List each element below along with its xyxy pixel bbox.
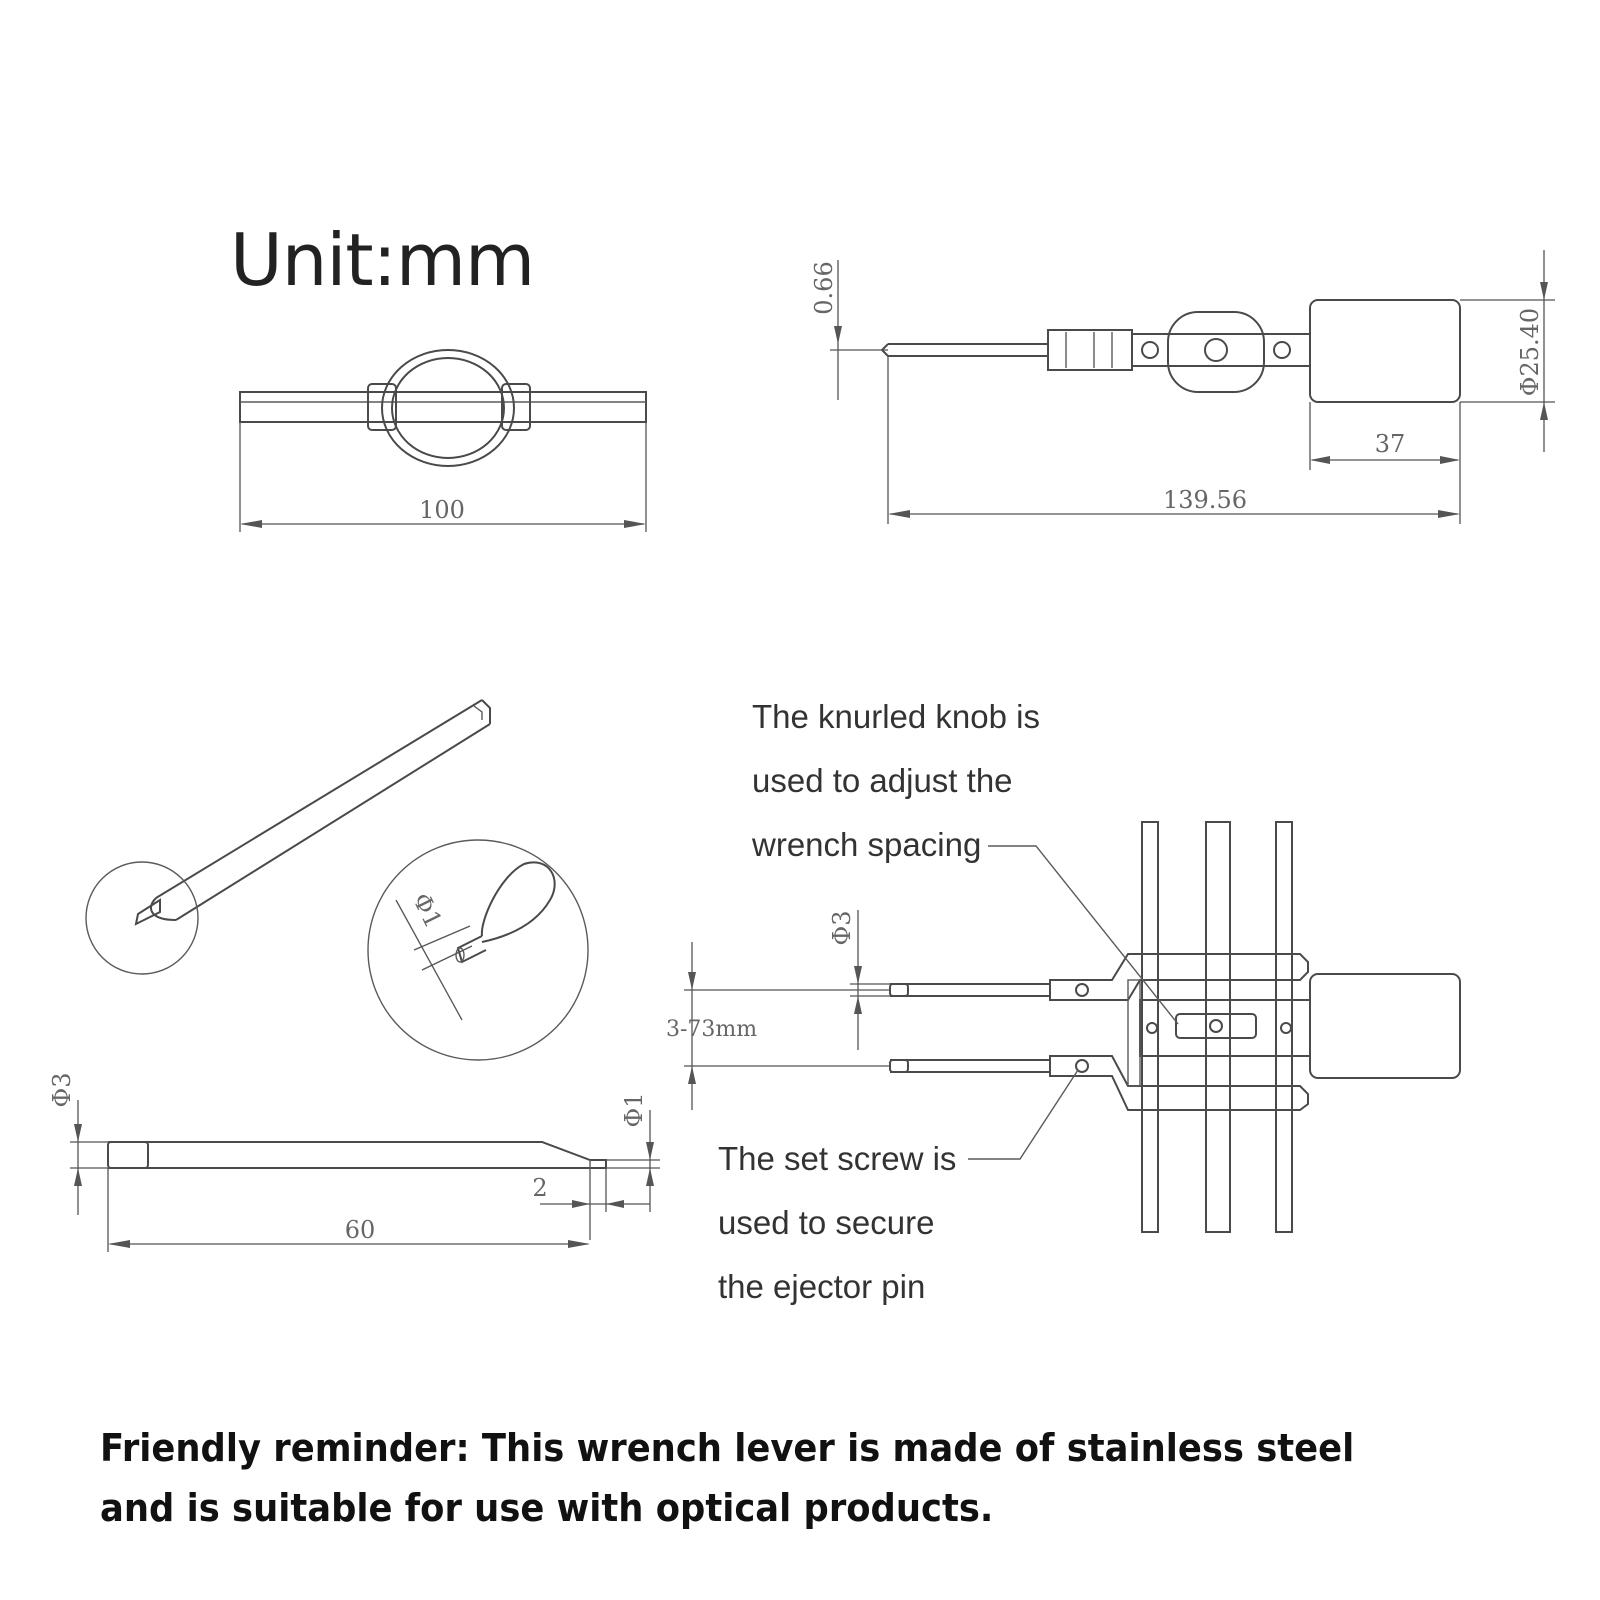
note-set-screw: The set screw is used to secure the ejec…: [718, 1140, 956, 1305]
dim-knob-diameter: Φ25.40: [1516, 308, 1544, 396]
dim-width-100: 100: [419, 496, 465, 524]
dim-overall-length: 139.56: [1163, 486, 1247, 514]
dim-tip-length: 2: [532, 1174, 547, 1202]
dim-spacing-range: 3-73mm: [666, 1017, 757, 1042]
dim-pin-length: 60: [345, 1216, 376, 1244]
dim-tip-diameter: Φ1: [620, 1093, 648, 1128]
dim-tip-diameter-detail: Φ1: [407, 889, 447, 933]
dim-knob-length: 37: [1375, 430, 1406, 458]
friendly-reminder: Friendly reminder: This wrench lever is …: [100, 1426, 1355, 1530]
note-knurled-knob: The knurled knob is used to adjust the w…: [751, 698, 1040, 863]
note-setscrew-line-3: the ejector pin: [718, 1268, 925, 1305]
assembly-view: Φ3 3-73mm: [666, 821, 1461, 1233]
note-setscrew-line-2: used to secure: [718, 1204, 934, 1241]
note-knurled-line-2: used to adjust the: [752, 762, 1013, 799]
pin-perspective: [85, 699, 491, 975]
tip-detail: Φ1: [367, 839, 589, 1061]
front-view: 100: [239, 349, 647, 532]
dim-pin-diameter: Φ3: [48, 1073, 76, 1108]
note-knurled-line-1: The knurled knob is: [752, 698, 1040, 735]
dim-tip-0-66: 0.66: [810, 261, 838, 314]
unit-title: Unit:mm: [230, 218, 535, 302]
dim-jaw-pin-diameter: Φ3: [828, 911, 856, 946]
note-setscrew-line-1: The set screw is: [718, 1140, 956, 1177]
pin-side-view: Φ3 Φ1 2 60: [48, 1073, 660, 1252]
note-knurled-line-3: wrench spacing: [751, 826, 981, 863]
side-view: 0.66 Φ25.40 37 139.56: [810, 250, 1555, 524]
